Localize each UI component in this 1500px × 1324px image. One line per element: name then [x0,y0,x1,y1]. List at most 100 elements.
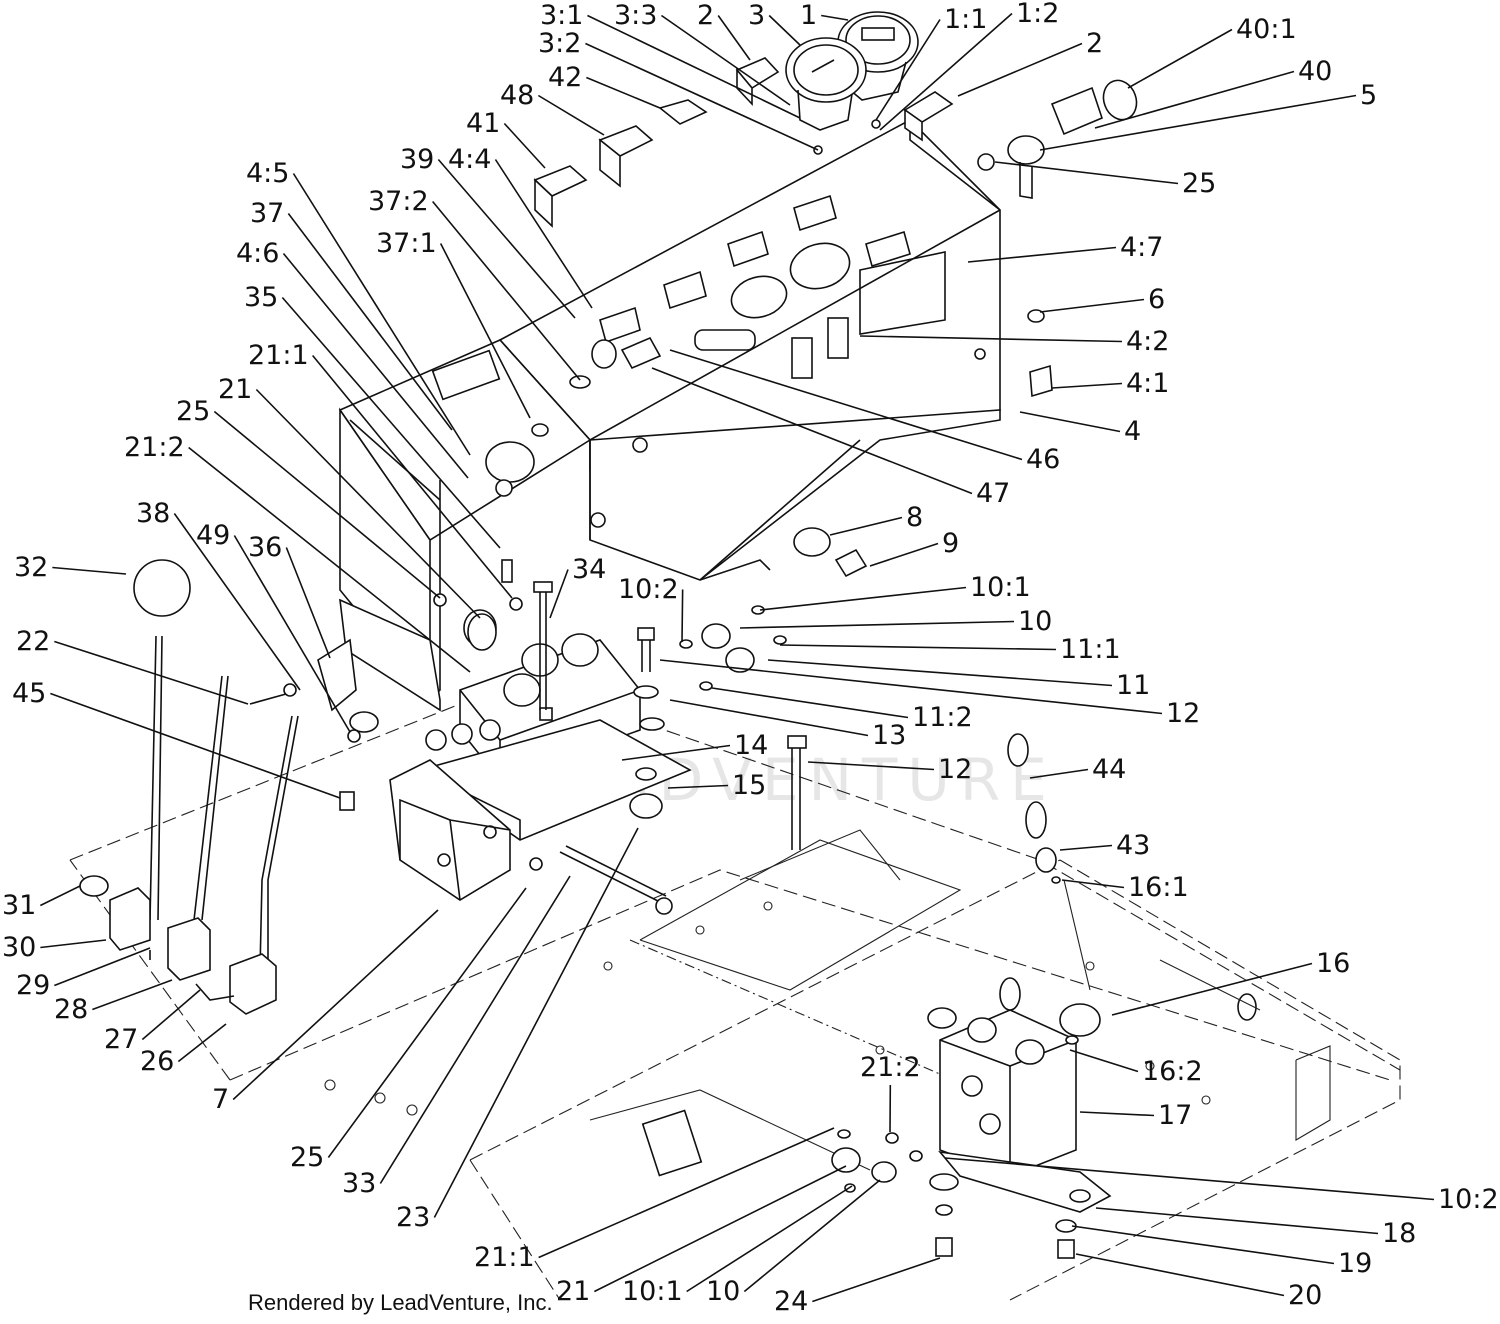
leader-line [768,14,801,46]
callout-c-29: 29 [16,947,151,1001]
callout-c-31: 31 [2,885,81,921]
callout-c-21-1-b: 21:1 [474,1127,835,1273]
callout-label: 21:1 [248,340,309,371]
callout-c-10-b: 10 [706,1179,881,1307]
callout-label: 10:2 [618,574,679,605]
leader-line [1094,70,1295,129]
leader-line [292,173,471,456]
leader-line [586,76,661,109]
callout-label: 23 [396,1202,430,1233]
leader-line [659,659,1163,715]
callout-c-20: 20 [1075,1253,1322,1311]
leader-line [1059,844,1113,851]
callout-c-21-a: 21 [218,374,481,619]
leader-line [538,1127,835,1259]
callout-c-10-2-b: 10:2 [944,1157,1499,1215]
callout-c-4-4: 4:4 [448,144,593,309]
leader-line [285,547,331,659]
leader-line [1095,1207,1379,1235]
callout-c-28: 28 [54,979,173,1025]
callout-label: 41 [466,108,500,139]
callout-c-21-1-a: 21:1 [248,340,513,599]
leader-line [503,122,546,169]
callout-c-8: 8 [829,502,923,536]
callout-c-47: 47 [651,367,1010,509]
callout-c-17: 17 [1079,1100,1192,1131]
callout-label: 2 [1086,28,1103,59]
callout-c-21-2-b: 21:2 [860,1052,921,1133]
leader-line [667,784,729,789]
callout-c-48: 48 [500,80,605,136]
leader-line [537,94,605,136]
callout-c-11-1: 11:1 [779,634,1121,665]
callout-c-36: 36 [248,532,331,659]
callout-label: 34 [572,554,606,585]
leader-line [594,1165,847,1293]
callout-label: 10:1 [622,1276,683,1307]
leader-line [759,586,967,611]
leader-line [681,589,684,643]
callout-label: 10 [1018,606,1052,637]
leader-line [379,875,571,1184]
leader-line [549,569,569,619]
leader-line [494,159,593,309]
callout-label: 15 [732,770,766,801]
leader-line [869,542,939,567]
callout-c-12-b: 12 [807,754,972,785]
callout-c-46: 46 [669,349,1060,475]
callout-c-25-b: 25 [176,396,441,599]
callout-label: 22 [16,626,50,657]
callout-c-21-b: 21 [556,1165,847,1307]
callout-c-21-2-a: 21:2 [124,432,471,673]
leader-line [432,200,581,381]
callout-label: 26 [140,1046,174,1077]
callout-label: 4:4 [448,144,491,175]
callout-c-45: 45 [12,678,341,799]
callout-label: 12 [1166,698,1200,729]
callout-label: 4:7 [1120,232,1163,263]
leader-line [585,42,819,151]
hydraulic-valve [831,733,1112,1259]
callout-c-27: 27 [104,989,201,1055]
callout-c-40-1: 40:1 [1127,14,1297,89]
callout-label: 3:3 [614,0,657,31]
console-side [338,339,592,703]
chassis-frame [69,679,1401,1301]
callout-label: 38 [136,498,170,529]
callout-label: 44 [1092,754,1126,785]
leader-line [232,909,439,1101]
callout-c-1: 1 [800,0,849,31]
leader-line [879,12,1013,131]
callout-label: 42 [548,62,582,93]
callout-label: 46 [1026,444,1060,475]
callout-label: 16 [1316,948,1350,979]
callout-c-33: 33 [342,875,571,1199]
footer-credit: Rendered by LeadVenture, Inc. [248,1290,553,1315]
leader-line [50,692,341,799]
callout-c-41: 41 [466,108,546,169]
callout-label: 19 [1338,1248,1372,1279]
callout-label: 3:1 [540,0,583,31]
leader-line [669,349,1023,461]
callout-c-12-a: 12 [659,659,1200,729]
leader-line [433,827,639,1218]
callout-c-13: 13 [669,699,906,751]
callout-c-43: 43 [1059,830,1150,861]
callout-c-16: 16 [1111,948,1350,1016]
callout-c-34: 34 [549,554,606,619]
callout-c-18: 18 [1095,1207,1416,1249]
callout-c-11: 11 [767,659,1150,701]
leader-line [812,1257,941,1303]
callout-label: 33 [342,1168,376,1199]
leader-line [1051,382,1123,389]
leader-line [287,213,453,431]
leader-line [829,516,903,536]
callout-c-42: 42 [548,62,661,109]
callout-c-44: 44 [1029,754,1126,785]
callout-label: 1 [800,0,817,31]
control-levers [79,559,379,1015]
leader-line [255,388,481,619]
callout-c-38: 38 [136,498,301,691]
leader-line [779,644,1057,651]
